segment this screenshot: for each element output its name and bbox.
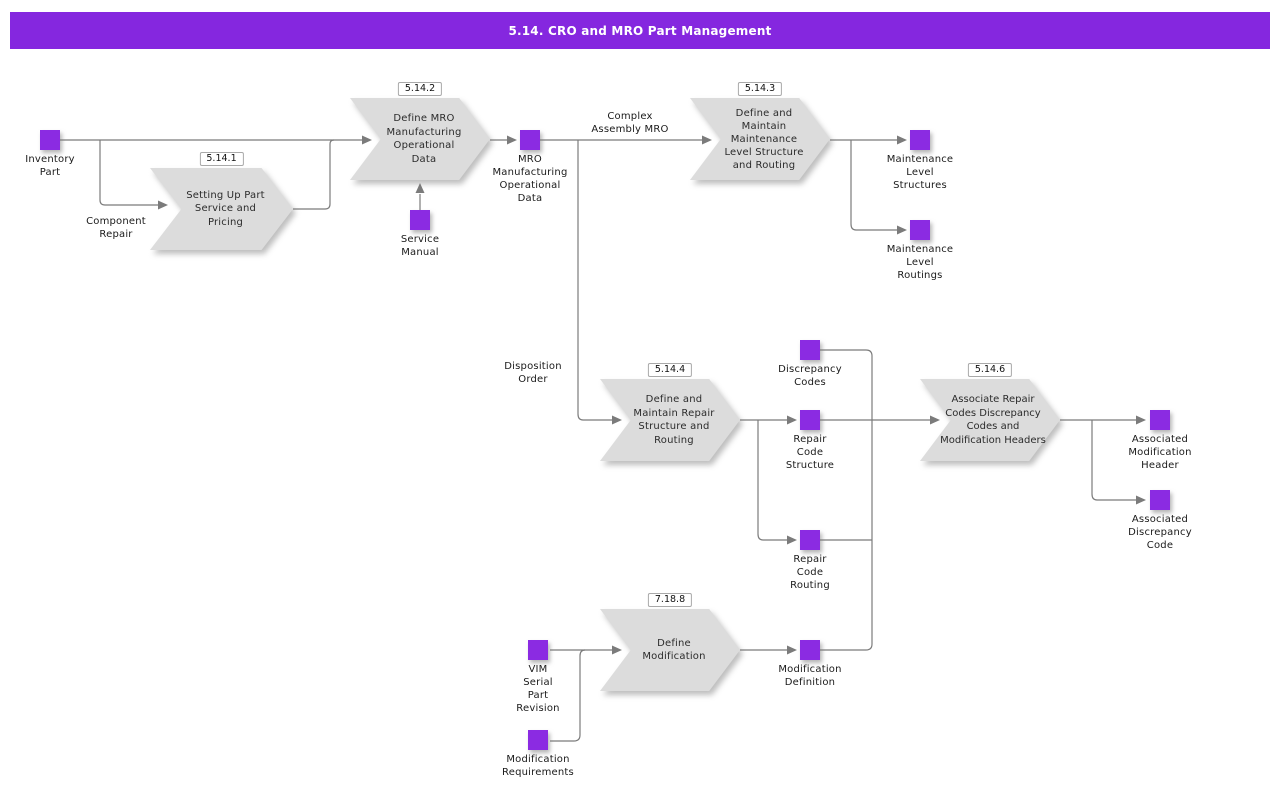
process-number-badge: 7.18.8 — [647, 593, 693, 607]
artifact-label: Associated Discrepancy Code — [1128, 514, 1192, 551]
artifact-label: Associated Modification Header — [1128, 434, 1192, 471]
process-label: Setting Up Part Service and Pricing — [186, 189, 265, 228]
artifact-label: Repair Code Structure — [785, 434, 835, 471]
artifact-label: Inventory Part — [25, 154, 75, 178]
edge-label-complex-assembly-mro: Complex Assembly MRO — [591, 111, 669, 135]
process-label: Define MRO Manufacturing Operational Dat… — [386, 113, 462, 165]
process-define-mro-manufacturing-operational-data[interactable]: 5.14.2 Define MRO Manufacturing Operatio… — [350, 82, 490, 180]
artifact-label: Modification Requirements — [502, 754, 574, 778]
artifact-repair-code-structure[interactable]: Repair Code Structure — [750, 410, 870, 472]
artifact-associated-modification-header[interactable]: Associated Modification Header — [1100, 410, 1220, 472]
artifact-icon — [800, 640, 820, 660]
process-chevron-shape — [690, 98, 830, 180]
artifact-maintenance-level-structures[interactable]: Maintenance Level Structures — [860, 130, 980, 192]
process-label: Define and Maintain Repair Structure and… — [633, 394, 715, 446]
artifact-maintenance-level-routings[interactable]: Maintenance Level Routings — [860, 220, 980, 282]
process-label: Associate Repair Codes Discrepancy Codes… — [940, 394, 1046, 446]
edge-label-component-repair: Component Repair — [86, 216, 146, 240]
process-chevron-shape — [600, 609, 740, 691]
diagram-title: 5.14. CRO and MRO Part Management — [508, 23, 772, 38]
artifact-icon — [800, 340, 820, 360]
process-define-and-maintain-maintenance-level-structure-and-routing[interactable]: 5.14.3 Define and Maintain Maintenance L… — [690, 82, 830, 180]
artifact-label: MRO Manufacturing Operational Data — [492, 154, 568, 204]
process-label: Define Modification — [642, 637, 706, 663]
process-label: Define and Maintain Maintenance Level St… — [724, 107, 804, 171]
artifact-inventory-part[interactable]: Inventory Part — [0, 130, 110, 179]
process-associate-repair-codes-discrepancy-codes-and-modification-headers[interactable]: 5.14.6 Associate Repair Codes Discrepanc… — [920, 363, 1060, 461]
artifact-vim-serial-part-revision[interactable]: VIM Serial Part Revision — [478, 640, 598, 715]
process-chevron-shape — [350, 98, 490, 180]
artifact-icon — [910, 220, 930, 240]
artifact-mro-manufacturing-operational-data[interactable]: MRO Manufacturing Operational Data — [470, 130, 590, 205]
artifact-repair-code-routing[interactable]: Repair Code Routing — [750, 530, 870, 592]
artifact-label: VIM Serial Part Revision — [516, 664, 560, 714]
process-setting-up-part-service-and-pricing[interactable]: 5.14.1 Setting Up Part Service and Prici… — [150, 152, 293, 250]
artifact-label: Repair Code Routing — [790, 554, 830, 591]
artifact-icon — [1150, 410, 1170, 430]
artifact-icon — [800, 530, 820, 550]
artifact-icon — [800, 410, 820, 430]
artifact-label: Discrepancy Codes — [778, 364, 842, 388]
artifact-discrepancy-codes[interactable]: Discrepancy Codes — [750, 340, 870, 389]
artifact-icon — [528, 640, 548, 660]
artifact-label: Maintenance Level Structures — [886, 154, 954, 191]
process-number-badge: 5.14.4 — [647, 363, 693, 377]
process-chevron-shape — [600, 379, 740, 461]
artifact-icon — [528, 730, 548, 750]
process-number-badge: 5.14.3 — [737, 82, 783, 96]
process-chevron-shape — [150, 168, 293, 250]
artifact-icon — [410, 210, 430, 230]
process-chevron-shape — [920, 379, 1060, 461]
process-define-modification[interactable]: 7.18.8 Define Modification — [600, 593, 740, 691]
artifact-icon — [910, 130, 930, 150]
artifact-service-manual[interactable]: Service Manual — [360, 210, 480, 259]
artifact-associated-discrepancy-code[interactable]: Associated Discrepancy Code — [1100, 490, 1220, 552]
edge-label-disposition-order: Disposition Order — [504, 361, 562, 385]
artifact-icon — [520, 130, 540, 150]
artifact-modification-requirements[interactable]: Modification Requirements — [478, 730, 598, 779]
artifact-modification-definition[interactable]: Modification Definition — [750, 640, 870, 689]
artifact-label: Maintenance Level Routings — [886, 244, 954, 281]
process-number-badge: 5.14.1 — [199, 152, 244, 166]
artifact-label: Service Manual — [400, 234, 440, 258]
process-number-badge: 5.14.2 — [397, 82, 443, 96]
process-number-badge: 5.14.6 — [967, 363, 1013, 377]
artifact-icon — [1150, 490, 1170, 510]
artifact-label: Modification Definition — [778, 664, 842, 688]
artifact-icon — [40, 130, 60, 150]
diagram-title-bar: 5.14. CRO and MRO Part Management — [10, 12, 1270, 49]
process-define-and-maintain-repair-structure-and-routing[interactable]: 5.14.4 Define and Maintain Repair Struct… — [600, 363, 740, 461]
